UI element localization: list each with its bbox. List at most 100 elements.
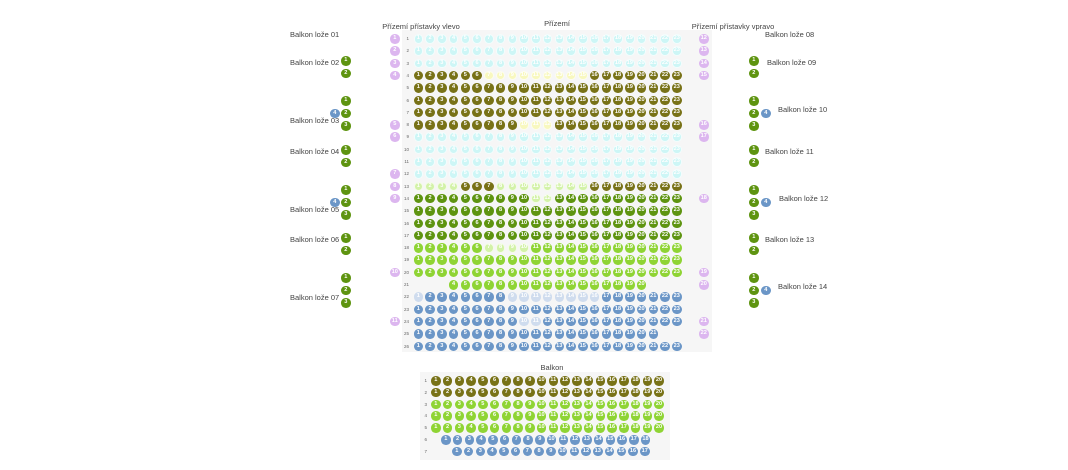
stalls-seat[interactable]: 5 (460, 144, 470, 155)
stalls-seat[interactable]: 19 (625, 132, 635, 142)
stalls-seat[interactable]: 6 (472, 341, 482, 351)
stalls-seat[interactable]: 19 (625, 107, 635, 118)
stalls-seat[interactable]: 13 (554, 193, 564, 204)
stalls-seat[interactable]: 1 (413, 83, 423, 93)
stalls-seat[interactable]: 12 (542, 70, 553, 81)
stalls-seat[interactable]: 18 (613, 230, 623, 241)
stalls-seat[interactable]: 1 (413, 255, 423, 265)
balcony-seat[interactable]: 11 (569, 446, 579, 457)
stalls-seat[interactable]: 11 (531, 132, 541, 142)
balcony-seat[interactable]: 5 (478, 399, 488, 410)
stalls-seat[interactable]: 19 (625, 58, 635, 69)
stalls-seat[interactable]: 13 (554, 267, 564, 278)
stalls-seat[interactable]: 4 (448, 230, 459, 241)
stalls-seat[interactable]: 20 (636, 181, 647, 192)
stalls-seat[interactable]: 7 (484, 218, 494, 228)
stalls-seat[interactable]: 17 (601, 157, 611, 167)
stalls-seat[interactable]: 1 (413, 120, 423, 130)
box-extra-seat[interactable]: 4 (761, 285, 771, 295)
stalls-seat[interactable]: 4 (448, 169, 459, 179)
stalls-seat[interactable]: 17 (601, 193, 611, 204)
stalls-seat[interactable]: 22 (660, 255, 670, 265)
stalls-seat[interactable]: 11 (531, 169, 541, 179)
stalls-seat[interactable]: 20 (636, 292, 647, 302)
stalls-seat[interactable]: 6 (472, 193, 482, 204)
stalls-seat[interactable]: 5 (460, 157, 470, 167)
stalls-seat[interactable]: 15 (578, 46, 588, 56)
stalls-seat[interactable]: 17 (601, 329, 611, 339)
balcony-seat[interactable]: 12 (570, 435, 580, 445)
stalls-seat[interactable]: 1 (413, 292, 423, 302)
stalls-seat[interactable]: 1 (413, 169, 423, 179)
box-seat[interactable]: 1 (341, 233, 351, 243)
stalls-seat[interactable]: 21 (648, 132, 658, 142)
stalls-seat[interactable]: 13 (554, 280, 564, 290)
stalls-seat[interactable]: 23 (672, 107, 682, 118)
balcony-seat[interactable]: 19 (642, 376, 652, 386)
stalls-seat[interactable]: 1 (413, 46, 423, 56)
stalls-seat[interactable]: 4 (448, 58, 459, 69)
stalls-seat[interactable]: 21 (648, 144, 658, 155)
box-seat[interactable]: 3 (749, 121, 759, 131)
box-seat[interactable]: 2 (749, 157, 759, 167)
stalls-seat[interactable]: 3 (437, 243, 447, 253)
stalls-seat[interactable]: 15 (578, 193, 588, 204)
balcony-seat[interactable]: 12 (560, 423, 570, 433)
stalls-seat[interactable]: 3 (437, 329, 447, 339)
stalls-seat[interactable]: 9 (507, 34, 517, 44)
stalls-seat[interactable]: 9 (507, 95, 517, 105)
box-seat[interactable]: 1 (341, 145, 351, 155)
box-seat[interactable]: 2 (341, 245, 351, 255)
stalls-seat[interactable]: 23 (672, 267, 682, 278)
stalls-seat[interactable]: 2 (425, 132, 435, 142)
stalls-seat[interactable]: 14 (566, 206, 576, 216)
stalls-seat[interactable]: 22 (660, 267, 670, 278)
stalls-seat[interactable]: 3 (437, 169, 447, 179)
stalls-seat[interactable]: 20 (636, 230, 647, 241)
stalls-seat[interactable]: 11 (531, 34, 541, 44)
stalls-seat[interactable]: 1 (413, 70, 423, 81)
stalls-seat[interactable]: 18 (613, 341, 623, 351)
stalls-seat[interactable]: 10 (519, 230, 529, 241)
annex-right-seat[interactable]: 13 (699, 46, 709, 56)
stalls-seat[interactable]: 21 (648, 83, 658, 93)
balcony-seat[interactable]: 18 (630, 423, 641, 433)
stalls-seat[interactable]: 5 (460, 107, 470, 118)
stalls-seat[interactable]: 14 (566, 157, 576, 167)
balcony-seat[interactable]: 13 (572, 411, 582, 421)
stalls-seat[interactable]: 18 (613, 218, 623, 228)
balcony-seat[interactable]: 7 (501, 399, 511, 410)
box-seat[interactable]: 3 (341, 210, 351, 220)
stalls-seat[interactable]: 5 (460, 243, 470, 253)
box-extra-seat[interactable]: 4 (761, 108, 771, 118)
stalls-seat[interactable]: 13 (554, 58, 564, 69)
balcony-seat[interactable]: 2 (463, 446, 474, 457)
stalls-seat[interactable]: 17 (601, 132, 611, 142)
stalls-seat[interactable]: 17 (601, 243, 611, 253)
balcony-seat[interactable]: 7 (522, 446, 532, 457)
stalls-seat[interactable]: 8 (495, 206, 506, 216)
balcony-seat[interactable]: 7 (501, 387, 511, 398)
stalls-seat[interactable]: 21 (648, 107, 658, 118)
balcony-seat[interactable]: 1 (431, 423, 441, 433)
stalls-seat[interactable]: 9 (507, 243, 517, 253)
stalls-seat[interactable]: 13 (554, 120, 564, 130)
stalls-seat[interactable]: 11 (531, 341, 541, 351)
balcony-seat[interactable]: 5 (478, 411, 488, 421)
balcony-seat[interactable]: 18 (630, 399, 641, 410)
stalls-seat[interactable]: 6 (472, 70, 482, 81)
stalls-seat[interactable]: 12 (542, 193, 553, 204)
balcony-seat[interactable]: 18 (630, 411, 641, 421)
balcony-seat[interactable]: 4 (487, 446, 497, 457)
stalls-seat[interactable]: 15 (578, 58, 588, 69)
stalls-seat[interactable]: 9 (507, 280, 517, 290)
stalls-seat[interactable]: 4 (448, 341, 459, 351)
stalls-seat[interactable]: 21 (648, 292, 658, 302)
box-seat[interactable]: 3 (749, 298, 759, 308)
stalls-seat[interactable]: 16 (589, 157, 600, 167)
stalls-seat[interactable]: 18 (613, 46, 623, 56)
stalls-seat[interactable]: 1 (413, 181, 423, 192)
balcony-seat[interactable]: 2 (442, 423, 453, 433)
balcony-seat[interactable]: 1 (431, 411, 441, 421)
stalls-seat[interactable]: 15 (578, 34, 588, 44)
